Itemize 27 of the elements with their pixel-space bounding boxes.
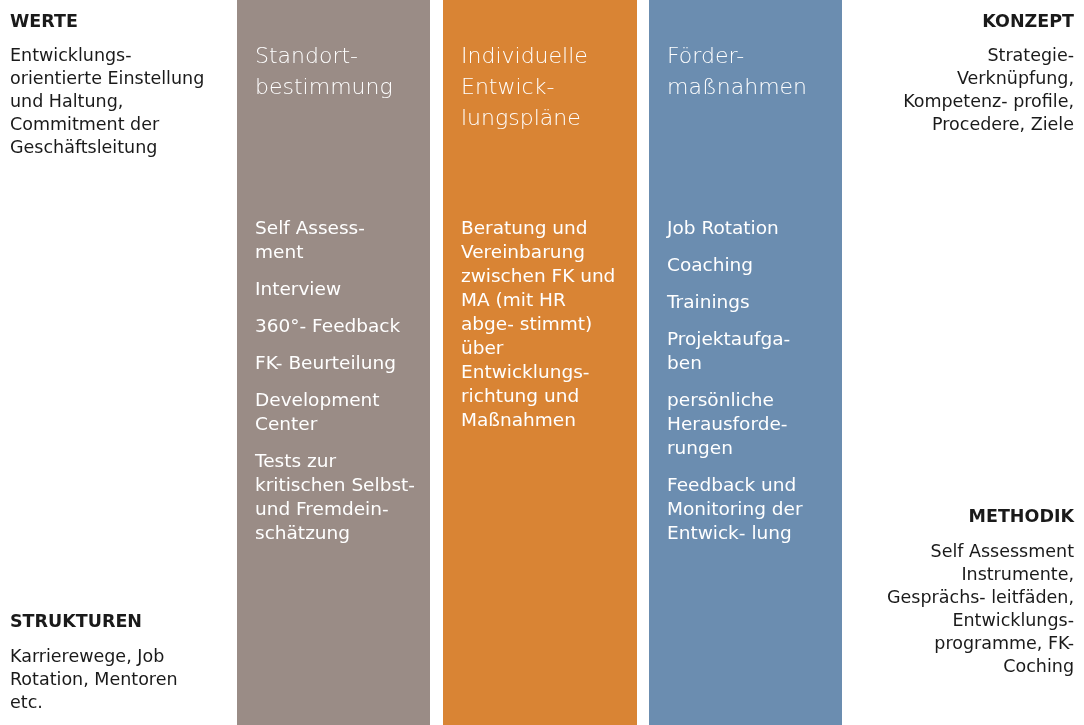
column-item: Feedback und Monitoring der Entwick- lung: [667, 473, 804, 545]
column-item: Tests zur kritischen Selbst- und Fremdein- schätzung: [255, 449, 415, 545]
section-text: Self Assessment Instrumente, Gesprächs- leitfäden, Entwicklungs- programme, FK-Coching: [886, 540, 1074, 678]
section-heading: WERTE: [10, 10, 79, 33]
section-heading: KONZEPT: [981, 10, 1074, 33]
column-item: Coaching: [667, 253, 755, 277]
column-panel: [443, 0, 637, 725]
column-item: persönliche Herausforde- rungen: [667, 388, 789, 460]
column-item: Projektaufga- ben: [667, 327, 792, 375]
column-heading: Individuelle Entwick- lungspläne: [461, 42, 589, 132]
column-panel: [237, 0, 430, 725]
section-heading: STRUKTUREN: [10, 610, 143, 633]
column-item: Interview: [255, 277, 343, 301]
section-text: Karrierewege, Job Rotation, Mentoren etc.: [10, 645, 179, 714]
column-item: Beratung und Vereinbarung zwischen FK und MA (mit HR abge- stimmt) über Entwicklungs- richtung und Maßnahmen: [461, 216, 617, 432]
column-item: Self Assess- ment: [255, 216, 366, 264]
column-panel: [649, 0, 842, 725]
section-text: Entwicklungs- orientierte Einstellung und Haltung, Commitment der Geschäftsleitung: [10, 44, 206, 159]
column-item: Job Rotation: [667, 216, 780, 240]
column-heading: Standort- bestimmung: [255, 42, 394, 101]
column-item: Trainings: [667, 290, 751, 314]
column-item: 360°- Feedback: [255, 314, 402, 338]
column-heading: Förder- maßnahmen: [667, 42, 809, 101]
section-heading: METHODIK: [967, 505, 1074, 528]
column-item: FK- Beurteilung: [255, 351, 397, 375]
column-item: Development Center: [255, 388, 381, 436]
section-text: Strategie- Verknüpfung, Kompetenz- profile, Procedere, Ziele: [902, 44, 1074, 136]
